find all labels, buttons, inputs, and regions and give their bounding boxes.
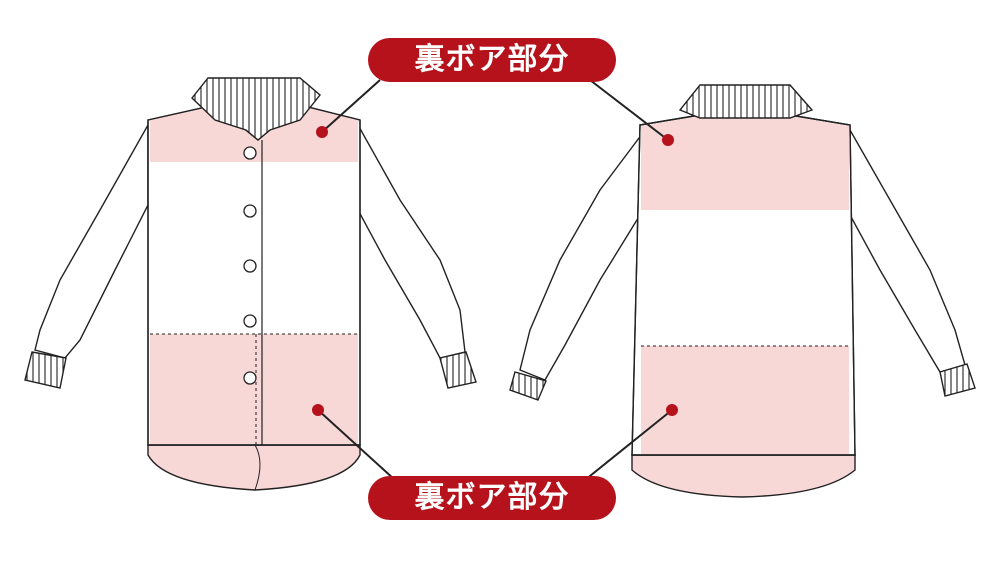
marker-dot-front-top [316, 126, 328, 138]
back-boa-top [641, 116, 849, 210]
front-jacket [24, 77, 477, 491]
leader-lines [317, 79, 673, 481]
callout-boa-bottom: 裏ボア部分 [368, 476, 616, 520]
front-buttons [243, 146, 257, 385]
back-collar [678, 84, 814, 119]
back-left-sleeve [519, 127, 646, 381]
back-right-cuff [939, 363, 976, 397]
marker-dots [312, 126, 678, 416]
callout-boa-top: 裏ボア部分 [368, 38, 616, 82]
back-jacket [509, 84, 976, 498]
marker-dot-front-bottom [312, 404, 324, 416]
front-collar [191, 77, 321, 141]
front-right-cuff [439, 351, 477, 389]
marker-dot-back-top [662, 134, 674, 146]
back-left-cuff [509, 371, 547, 401]
front-right-sleeve [357, 122, 466, 359]
marker-dot-back-bottom [666, 404, 678, 416]
front-hem [147, 444, 361, 491]
front-left-sleeve [34, 122, 149, 359]
front-left-cuff [24, 351, 67, 389]
back-hem [631, 454, 856, 498]
front-boa-bottom [150, 334, 358, 444]
back-boa-bottom [641, 346, 849, 454]
front-boa-top [150, 106, 358, 162]
back-right-sleeve [849, 127, 966, 373]
